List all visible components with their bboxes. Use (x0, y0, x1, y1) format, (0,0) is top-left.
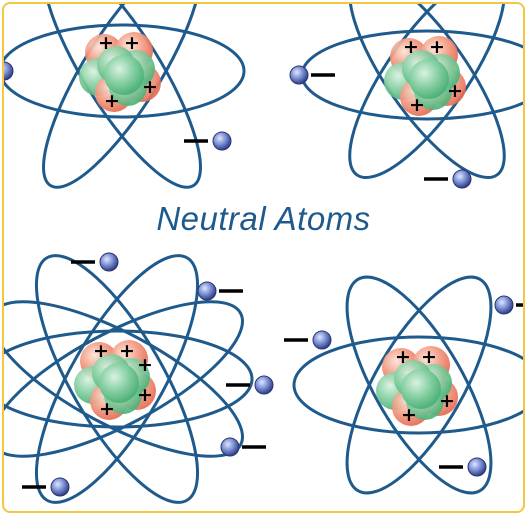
nucleus: ++++ (376, 346, 458, 426)
atom-top-left: ++++ (4, 4, 246, 189)
electron (289, 65, 335, 85)
electron-ball (99, 252, 119, 272)
neutron (401, 369, 441, 409)
electron-ball (197, 281, 217, 301)
electron (4, 61, 14, 81)
nucleus: ++++ (79, 32, 161, 112)
orbit-path (34, 254, 200, 504)
electron-ball (4, 61, 14, 81)
atoms-canvas: +++++++++++++++++ (4, 4, 523, 504)
orbit-path (348, 4, 506, 180)
atom-bottom-right: ++++ (226, 275, 523, 495)
neutron (99, 363, 139, 403)
proton-plus-sign: + (429, 36, 445, 58)
proton-plus-sign: + (447, 80, 463, 102)
electron (494, 295, 523, 315)
electron-ball (212, 131, 232, 151)
proton-plus-sign: + (137, 354, 153, 376)
electron (284, 330, 332, 350)
electron-ball (312, 330, 332, 350)
orbit-path (345, 275, 493, 495)
electron-ball (289, 65, 309, 85)
electron-ball (254, 375, 274, 395)
electron (22, 477, 70, 497)
proton-plus-sign: + (421, 346, 437, 368)
proton-plus-sign: + (99, 398, 115, 420)
electron-ball (494, 295, 514, 315)
orbit-path (4, 300, 244, 458)
proton-plus-sign: + (93, 340, 109, 362)
electron (71, 252, 119, 272)
proton-plus-sign: + (137, 384, 153, 406)
proton-plus-sign: + (403, 36, 419, 58)
proton-plus-sign: + (98, 32, 114, 54)
proton-plus-sign: + (409, 94, 425, 116)
nucleus: +++++ (74, 340, 156, 420)
orbit-path (34, 254, 200, 504)
atom-bottom-left: +++++ (4, 252, 266, 504)
orbit-path (4, 23, 246, 119)
proton-plus-sign: + (104, 90, 120, 112)
proton-plus-sign: + (401, 404, 417, 426)
orbit-path (345, 275, 493, 495)
proton-plus-sign: + (142, 76, 158, 98)
orbit-path (292, 335, 523, 435)
electron (184, 131, 232, 151)
neutron (409, 59, 449, 99)
proton-plus-sign: + (395, 346, 411, 368)
electron (220, 437, 266, 457)
proton-plus-sign: + (124, 32, 140, 54)
electron-ball (467, 457, 487, 477)
nucleus: ++++ (384, 36, 466, 116)
electron-ball (220, 437, 240, 457)
electron-ball (50, 477, 70, 497)
neutron (104, 55, 144, 95)
electron-ball (452, 169, 472, 189)
proton-plus-sign: + (439, 390, 455, 412)
orbit-path (4, 300, 244, 458)
proton-plus-sign: + (119, 340, 135, 362)
electron (226, 375, 274, 395)
electron (424, 169, 472, 189)
atom-top-right: ++++ (289, 4, 523, 189)
electron (439, 457, 487, 477)
orbit-path (4, 329, 254, 429)
electron (197, 281, 243, 301)
